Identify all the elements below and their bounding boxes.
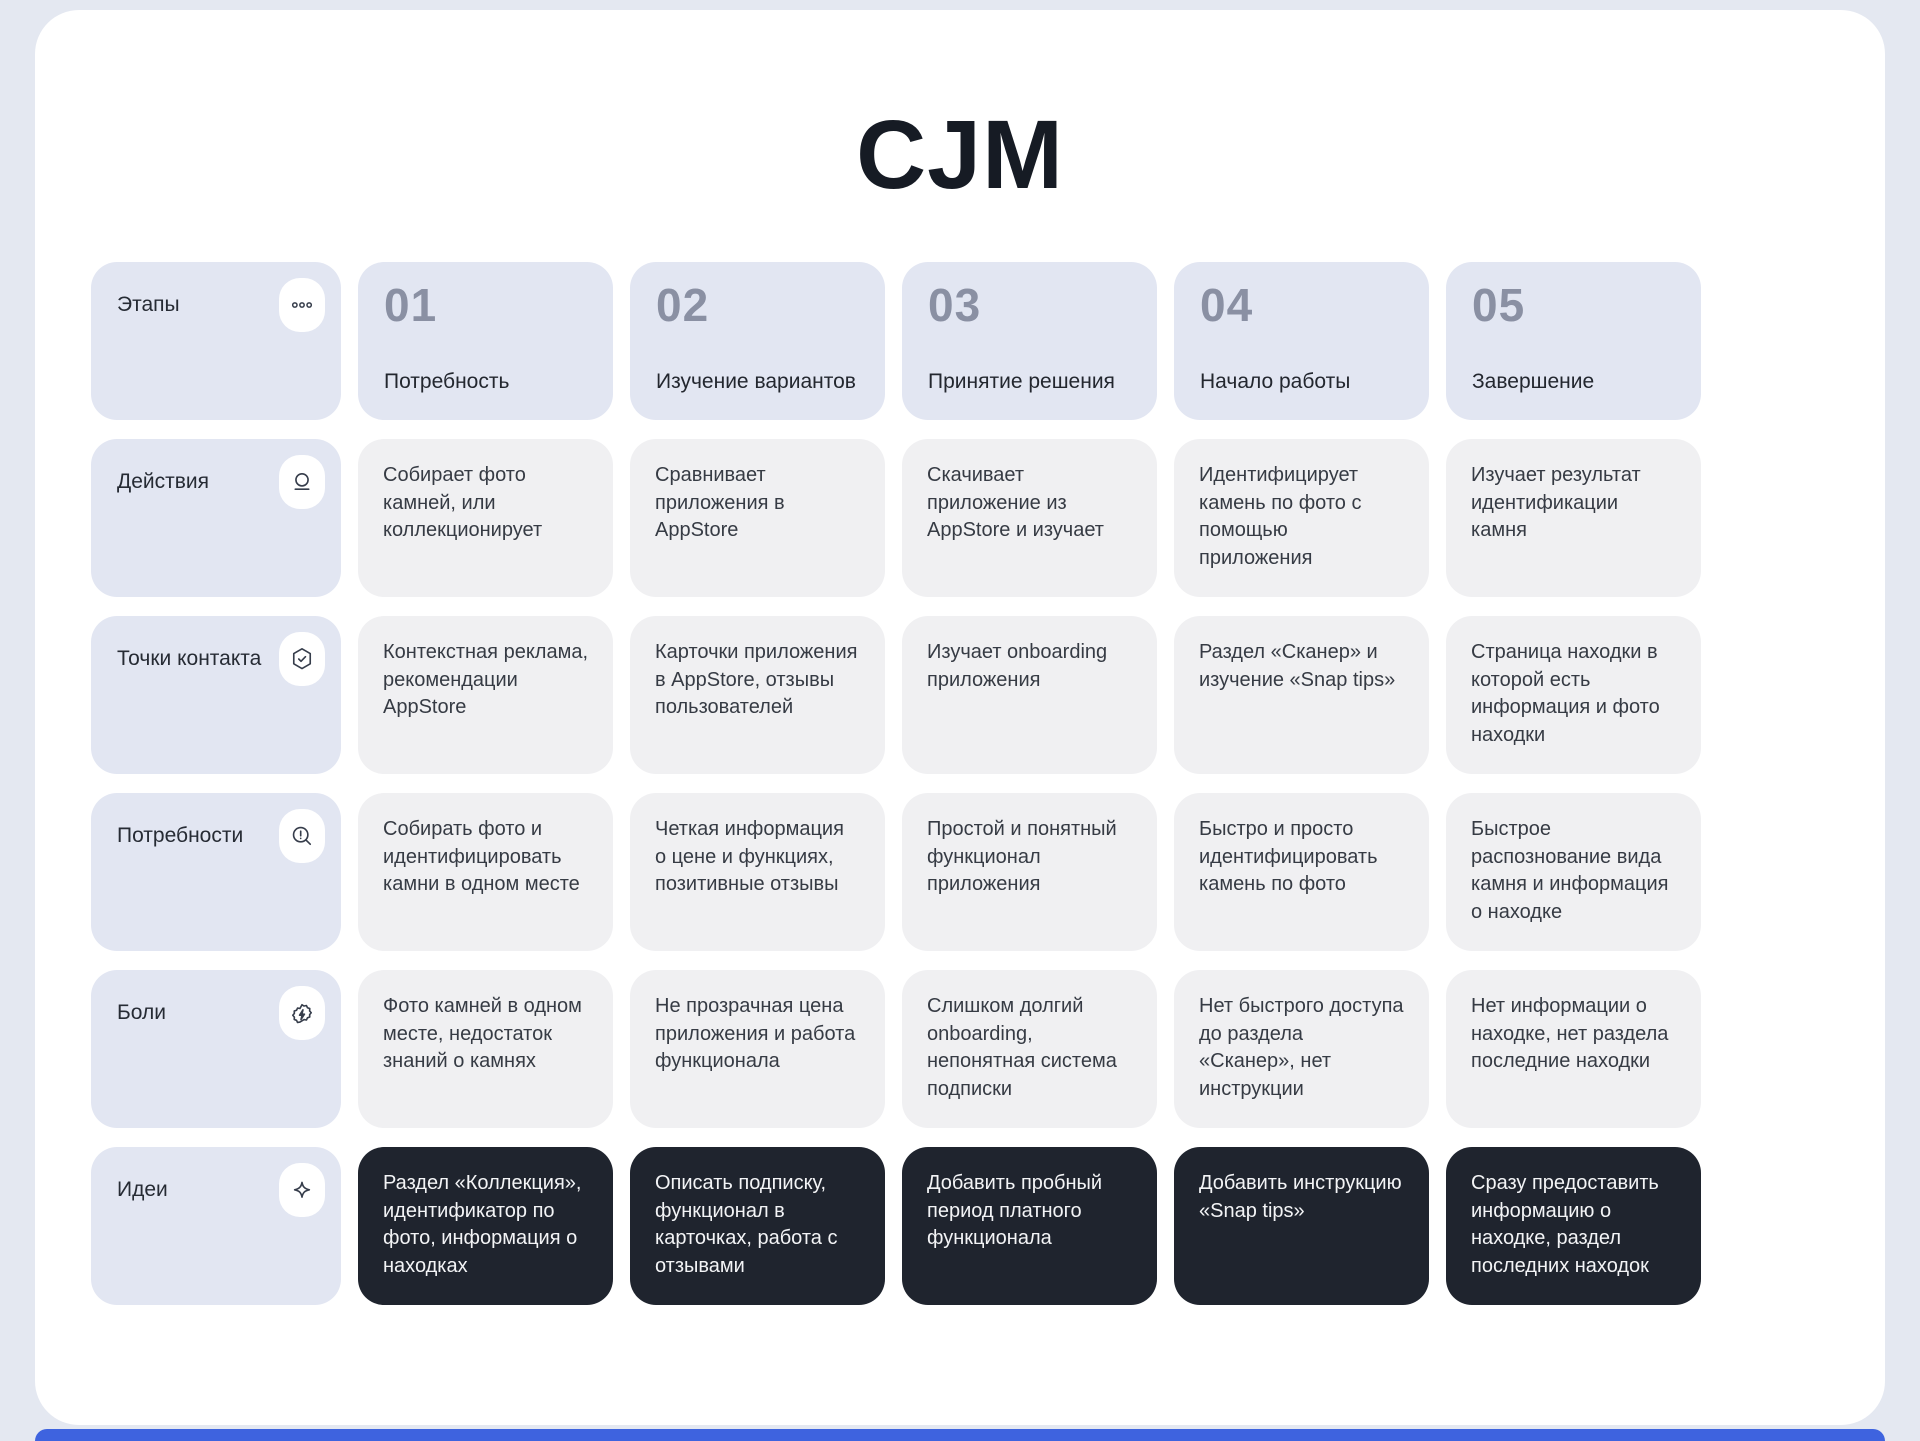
cell-actions-4: Идентифицирует камень по фото с помощью … xyxy=(1174,439,1429,597)
row-label-actions: Действия xyxy=(91,439,341,597)
needs-icon-pill xyxy=(279,809,325,863)
row-label-text: Идеи xyxy=(117,1178,168,1201)
row-label-text: Потребности xyxy=(117,824,244,847)
cell-touchpoints-1: Контекстная реклама, рекомендации AppSto… xyxy=(358,616,613,774)
page-title: CJM xyxy=(856,100,1064,209)
search-alert-icon xyxy=(292,826,312,846)
stage-number: 05 xyxy=(1472,279,1526,331)
cell-actions-3: Скачивает приложение из AppStore и изуча… xyxy=(902,439,1157,597)
stage-name: Завершение xyxy=(1472,370,1595,393)
stage-name: Потребность xyxy=(384,370,510,393)
stage-name: Начало работы xyxy=(1200,370,1351,393)
cjm-grid: Этапы 01 Потребность 02 Изучение вариант… xyxy=(91,262,1701,1305)
touchpoints-icon-pill xyxy=(279,632,325,686)
cell-pains-1: Фото камней в одном месте, недостаток зн… xyxy=(358,970,613,1128)
lightning-badge-icon xyxy=(291,1003,313,1024)
cell-needs-2: Четкая информация о цене и функциях, поз… xyxy=(630,793,885,951)
cell-ideas-4: Добавить инструкцию «Snap tips» xyxy=(1174,1147,1429,1305)
cell-pains-2: Не прозрачная цена приложения и работа ф… xyxy=(630,970,885,1128)
stage-header-4: 04 Начало работы xyxy=(1174,262,1429,420)
cell-needs-3: Простой и понятный функционал приложения xyxy=(902,793,1157,951)
row-label-pains: Боли xyxy=(91,970,341,1128)
cell-touchpoints-2: Карточки приложения в AppStore, отзывы п… xyxy=(630,616,885,774)
stage-number: 04 xyxy=(1200,279,1254,331)
stage-header-1: 01 Потребность xyxy=(358,262,613,420)
cell-touchpoints-3: Изучает onboarding приложения xyxy=(902,616,1157,774)
stage-name: Принятие решения xyxy=(928,370,1115,393)
stage-number: 02 xyxy=(656,279,710,331)
stage-header-3: 03 Принятие решения xyxy=(902,262,1157,420)
cell-actions-1: Собирает фото камней, или коллекционируе… xyxy=(358,439,613,597)
cell-ideas-5: Сразу предоставить информацию о находке,… xyxy=(1446,1147,1701,1305)
row-label-ideas: Идеи xyxy=(91,1147,341,1305)
ideas-icon-pill xyxy=(279,1163,325,1217)
next-page-peek-bar xyxy=(35,1429,1885,1441)
more-dots-icon xyxy=(291,302,313,308)
cell-pains-4: Нет быстрого доступа до раздела «Сканер»… xyxy=(1174,970,1429,1128)
row-label-text: Точки контакта xyxy=(117,647,262,670)
cell-ideas-1: Раздел «Коллекция», идентификатор по фот… xyxy=(358,1147,613,1305)
cell-touchpoints-5: Страница находки в которой есть информац… xyxy=(1446,616,1701,774)
stage-header-2: 02 Изучение вариантов xyxy=(630,262,885,420)
circle-underline-icon xyxy=(294,472,310,490)
cell-needs-5: Быстрое распознование вида камня и инфор… xyxy=(1446,793,1701,951)
cell-touchpoints-4: Раздел «Сканер» и изучение «Snap tips» xyxy=(1174,616,1429,774)
row-label-text: Действия xyxy=(117,470,210,493)
cell-needs-4: Быстро и просто идентифицировать камень … xyxy=(1174,793,1429,951)
stages-icon-pill xyxy=(279,278,325,332)
cell-actions-2: Сравнивает приложения в AppStore xyxy=(630,439,885,597)
cell-pains-3: Слишком долгий onboarding, непонятная си… xyxy=(902,970,1157,1128)
row-label-text: Боли xyxy=(117,1001,166,1024)
actions-icon-pill xyxy=(279,455,325,509)
sparkle-icon xyxy=(293,1181,311,1198)
cell-needs-1: Собирать фото и идентифицировать камни в… xyxy=(358,793,613,951)
stage-number: 01 xyxy=(384,279,438,331)
row-label-stages: Этапы xyxy=(91,262,341,420)
row-label-text: Этапы xyxy=(117,293,180,316)
stage-number: 03 xyxy=(928,279,982,331)
stage-header-5: 05 Завершение xyxy=(1446,262,1701,420)
cell-pains-5: Нет информации о находке, нет раздела по… xyxy=(1446,970,1701,1128)
row-label-needs: Потребности xyxy=(91,793,341,951)
hexagon-check-icon xyxy=(292,648,312,670)
pains-icon-pill xyxy=(279,986,325,1040)
cell-actions-5: Изучает результат идентификации камня xyxy=(1446,439,1701,597)
cell-ideas-2: Описать подписку, функционал в карточках… xyxy=(630,1147,885,1305)
cjm-card: CJM Этапы 01 Потребность 02 Изучение вар… xyxy=(35,10,1885,1425)
cell-ideas-3: Добавить пробный период платного функцио… xyxy=(902,1147,1157,1305)
row-label-touchpoints: Точки контакта xyxy=(91,616,341,774)
stage-name: Изучение вариантов xyxy=(656,370,856,393)
